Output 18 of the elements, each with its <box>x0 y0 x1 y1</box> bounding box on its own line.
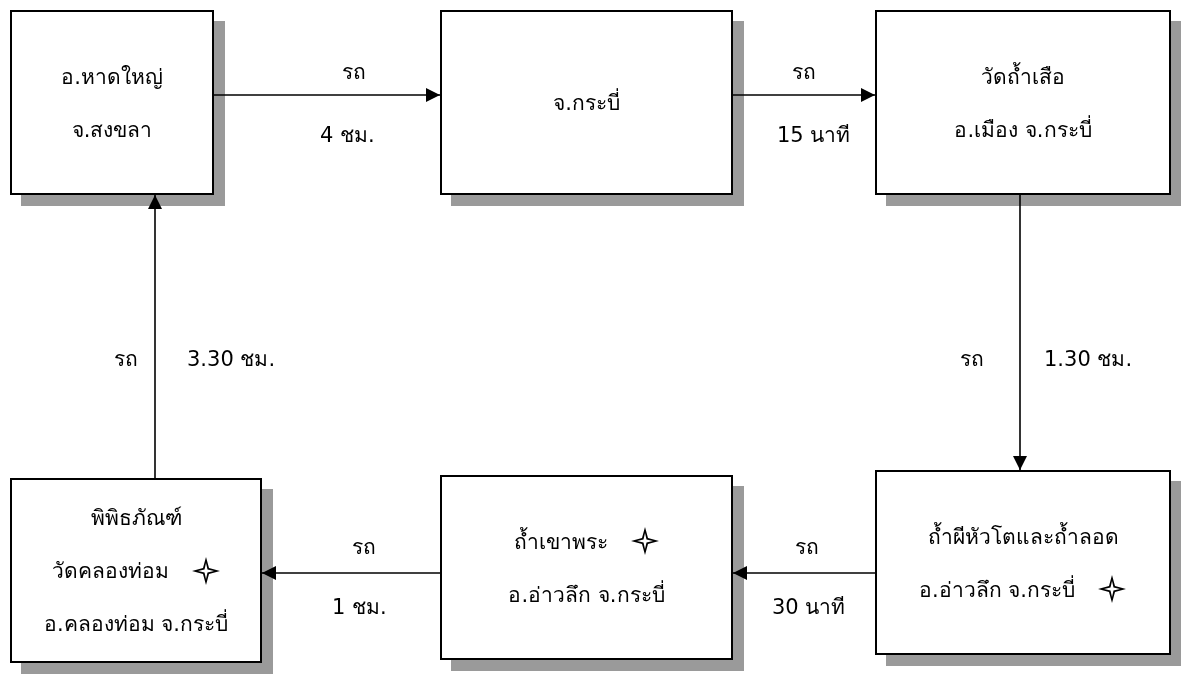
place-name: ถ้ำผีหัวโตและถ้ำลอด <box>927 521 1119 551</box>
place-name: วัดคลองท่อม <box>51 558 169 585</box>
place-name: อ.อ่าวลึก จ.กระบี่ <box>919 574 1075 604</box>
arrow <box>732 566 876 580</box>
place-name: จ.สงขลา <box>71 116 153 144</box>
place-name: อ.หาดใหญ่ <box>61 63 163 91</box>
place-name: ถ้ำเขาพระ <box>513 526 608 556</box>
place-name: อ.คลองท่อม จ.กระบี่ <box>44 607 228 640</box>
place-name: วัดถ้ำเสือ <box>981 61 1065 91</box>
arrow <box>732 88 876 102</box>
place-name: จ.กระบี่ <box>553 86 620 119</box>
arrow <box>213 88 441 102</box>
arrow <box>148 194 162 479</box>
arrow <box>261 566 441 580</box>
place-name: อ.อ่าวลึก จ.กระบี่ <box>508 579 665 609</box>
arrow <box>1013 194 1027 471</box>
place-name: พิพิธภัณฑ์ <box>90 505 182 532</box>
place-name: อ.เมือง จ.กระบี่ <box>954 114 1092 144</box>
